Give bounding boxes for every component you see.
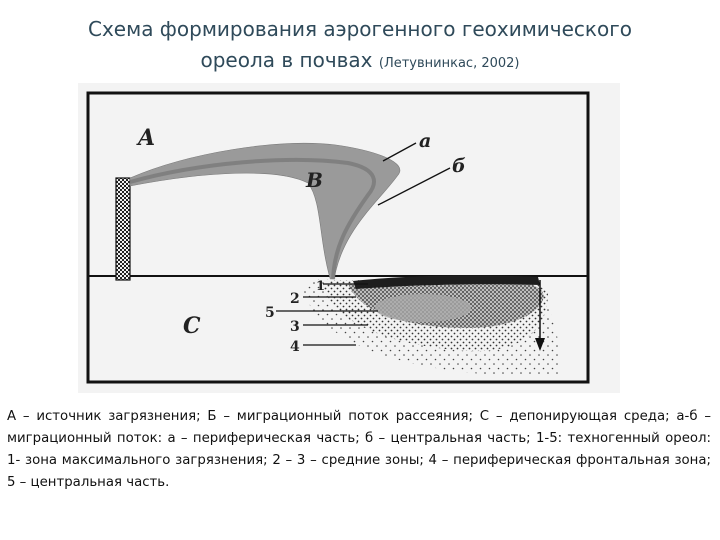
- halo-diagram-svg: A B C а б 1 2 5 3 4: [78, 83, 620, 393]
- title-line-2: ореола в почвах (Летувнинкас, 2002): [0, 45, 720, 79]
- label-A: A: [136, 125, 155, 151]
- label-a: а: [419, 130, 431, 152]
- label-5: 5: [265, 305, 275, 321]
- label-1: 1: [316, 279, 325, 294]
- halo-diagram: A B C а б 1 2 5 3 4: [78, 83, 620, 393]
- label-3: 3: [290, 319, 300, 335]
- label-C: C: [183, 313, 201, 339]
- label-4: 4: [290, 339, 300, 355]
- label-2: 2: [290, 291, 300, 307]
- title-line-1: Схема формирования аэрогенного геохимиче…: [0, 14, 720, 45]
- label-b: б: [452, 155, 466, 177]
- pollution-source-chimney: [116, 178, 130, 280]
- label-B: B: [305, 168, 323, 192]
- halo-zone-5: [375, 294, 471, 322]
- title-reference: (Летувнинкас, 2002): [379, 56, 520, 71]
- title-line-2-text: ореола в почвах: [201, 48, 373, 72]
- slide-title: Схема формирования аэрогенного геохимиче…: [0, 14, 720, 79]
- diagram-caption: А – источник загрязнения; Б – миграционн…: [7, 406, 711, 494]
